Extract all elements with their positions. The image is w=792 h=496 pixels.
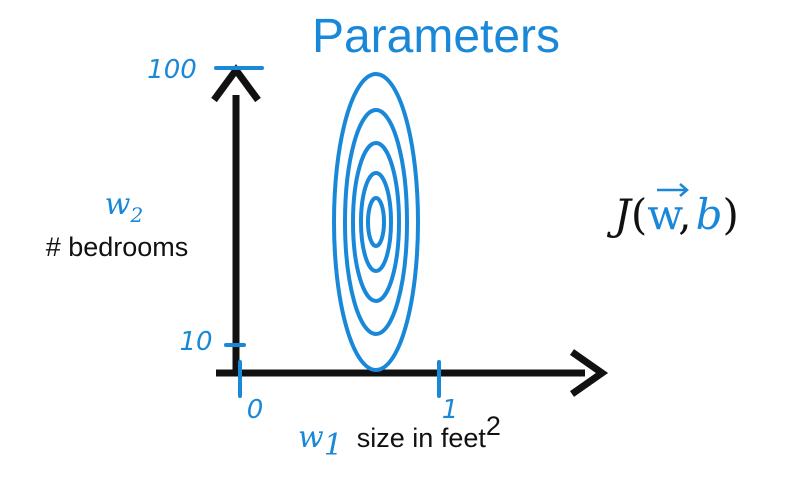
x-axis-variable-subscript: 1 (324, 428, 343, 463)
contour-ring-4 (359, 171, 393, 273)
vector-arrow-icon (657, 183, 689, 197)
slide-title: Parameters (312, 10, 560, 63)
x-axis-arrowhead (569, 349, 609, 397)
y-tick-label-100: 100 (147, 55, 197, 85)
axes (211, 64, 609, 397)
x-tick-label-1: 1 (442, 395, 459, 425)
x-axis-label: size in feet (357, 423, 487, 453)
function-open-paren: ( (631, 190, 647, 239)
function-name: J (606, 190, 633, 239)
x-axis-variable-letter: w (298, 420, 324, 455)
contour-ellipses (332, 72, 420, 372)
y-axis-label: # bedrooms (46, 232, 189, 262)
x-tick-label-0: 0 (247, 395, 264, 425)
y-axis-variable: w2 (105, 187, 143, 227)
function-bias-b: b (696, 190, 723, 239)
y-axis-variable-subscript: 2 (129, 203, 143, 227)
y-axis-variable-letter: w (105, 187, 131, 222)
contour-ring-2 (343, 108, 409, 336)
function-comma: , (678, 190, 691, 239)
function-vector-w: w (647, 190, 683, 239)
contour-ring-1 (332, 72, 420, 372)
cost-function-label: J(w,b) (606, 190, 739, 239)
y-tick-label-10: 10 (179, 327, 212, 357)
tick-marks (214, 66, 441, 398)
function-close-paren: ) (722, 190, 738, 239)
contour-ring-5 (366, 196, 386, 248)
x-axis-label-superscript: 2 (486, 411, 501, 441)
contour-ring-3 (351, 141, 401, 303)
x-axis-caption: w1 size in feet2 (298, 411, 501, 463)
